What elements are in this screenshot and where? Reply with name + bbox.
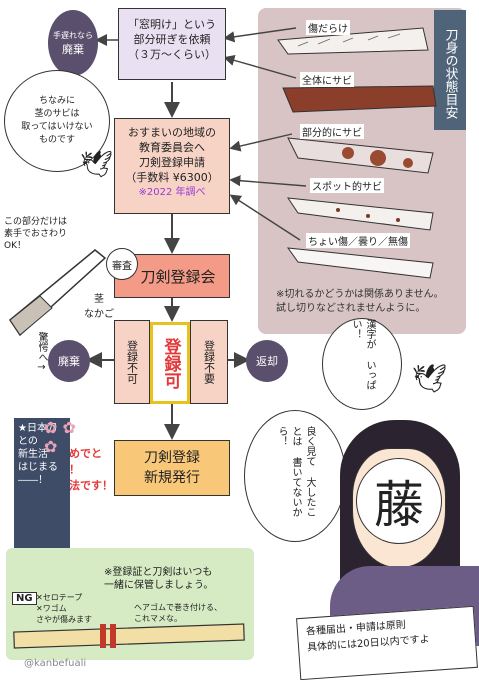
- too-late-dispose-circle: 手遅れなら 廃棄: [48, 10, 98, 76]
- speech-bubble-nakago-text: ちなみに 茎のサビは 取ってはいけない ものです: [21, 96, 93, 145]
- step-registration-text: おすまいの地域の 教育委員会へ 刀剣登録申請 （手数料 ¥6300）: [125, 126, 219, 184]
- speech-bubble-read: 良く見て 大したことは 書いてないから！: [244, 410, 346, 542]
- step-request-polish: 「窓明け」という 部分研ぎを依頼 （３万〜くらい）: [118, 8, 226, 80]
- blade-condition-panel: [258, 8, 466, 334]
- speech-bubble-kanji: 漢字が いっぱい！: [322, 318, 402, 410]
- blade-label-4: スポット的サビ: [310, 178, 384, 193]
- panel-title: 刀身の状態目安: [434, 10, 466, 130]
- author-handle: @kanbefuali: [24, 658, 87, 669]
- blades-illustration: [277, 27, 437, 279]
- step-registration-application: おすまいの地域の 教育委員会へ 刀剣登録申請 （手数料 ¥6300） ※2022…: [114, 118, 230, 214]
- speech-bubble-kanji-text: 漢字が いっぱい！: [350, 319, 375, 390]
- too-late-text: 手遅れなら: [53, 30, 93, 40]
- ng-badge: NG: [12, 592, 37, 605]
- speech-bubble-read-text: 良く見て 大したことは 書いてないから！: [276, 426, 315, 517]
- blade-label-1: 傷だらけ: [306, 20, 350, 35]
- dispose-label: 廃棄: [58, 355, 80, 368]
- result-not-registrable: 登録不可: [114, 320, 150, 404]
- step-meeting-label: 刀剣登録会: [140, 268, 216, 286]
- ng-items: ✕セロテープ ✕ワゴム さやが傷みます: [36, 593, 92, 624]
- surprised-label: 驚愕へ→: [36, 332, 47, 373]
- blade-full-rust: [282, 85, 437, 113]
- blade-label-2: 全体にサビ: [300, 72, 354, 87]
- result-registrable: 登録可: [150, 322, 190, 404]
- blade-partial-rust: [287, 137, 434, 174]
- bird-left: 🕊: [80, 150, 114, 180]
- return-label: 返却: [256, 355, 278, 368]
- panel-footnote: ※切れるかどうかは関係ありません。 試し切りなどされませんように。: [276, 289, 444, 314]
- scribble-touch-ok: この部分だけは 素手でおさわり OK！: [4, 217, 68, 251]
- sword-illustration: [8, 249, 107, 337]
- rubber-band-note: ヘアゴムで巻き付ける、 これマメな。: [134, 603, 222, 623]
- new-life-banner: ★日本刀との 新生活 はじまる――！: [14, 418, 70, 568]
- bird-right: 🕊: [412, 362, 448, 395]
- too-late-dispose-text: 廃棄: [62, 42, 84, 56]
- blade-label-3: 部分的にサビ: [300, 124, 364, 139]
- speech-bubble-nakago: ちなみに 茎のサビは 取ってはいけない ものです: [4, 70, 110, 172]
- blade-fine: [286, 247, 434, 279]
- cherry-blossoms: ✿ ✿✿: [44, 418, 76, 456]
- inspection-badge: 審査: [106, 248, 138, 280]
- return-circle: 返却: [246, 340, 288, 382]
- nakago-label: 茎 なかご: [84, 294, 114, 320]
- panel-title-text: 刀身の状態目安: [442, 27, 458, 119]
- blade-spot-rust: [286, 197, 434, 231]
- blade-scratched: [277, 27, 429, 55]
- character-face-kanji: 藤: [374, 476, 424, 534]
- character-face-paper: 藤: [356, 458, 442, 544]
- step-new-certificate: 刀剣登録 新規発行: [114, 440, 230, 496]
- step-registration-meeting: 刀剣登録会: [114, 254, 230, 298]
- character-sign: 各種届出・申請は原則 具体的には20日以内ですよ: [296, 605, 478, 680]
- inspection-badge-text: 審査: [112, 260, 132, 272]
- blade-label-5: ちょい傷／曇り／無傷: [306, 233, 410, 248]
- dispose-circle: 廃棄: [48, 340, 90, 382]
- result-not-needed: 登録不要: [190, 320, 228, 404]
- sword-case-illustration: [13, 623, 245, 649]
- step-registration-note: ※2022 年調べ: [138, 187, 206, 198]
- storage-note: ※登録証と刀剣はいつも 一緒に保管しましょう。: [104, 567, 214, 591]
